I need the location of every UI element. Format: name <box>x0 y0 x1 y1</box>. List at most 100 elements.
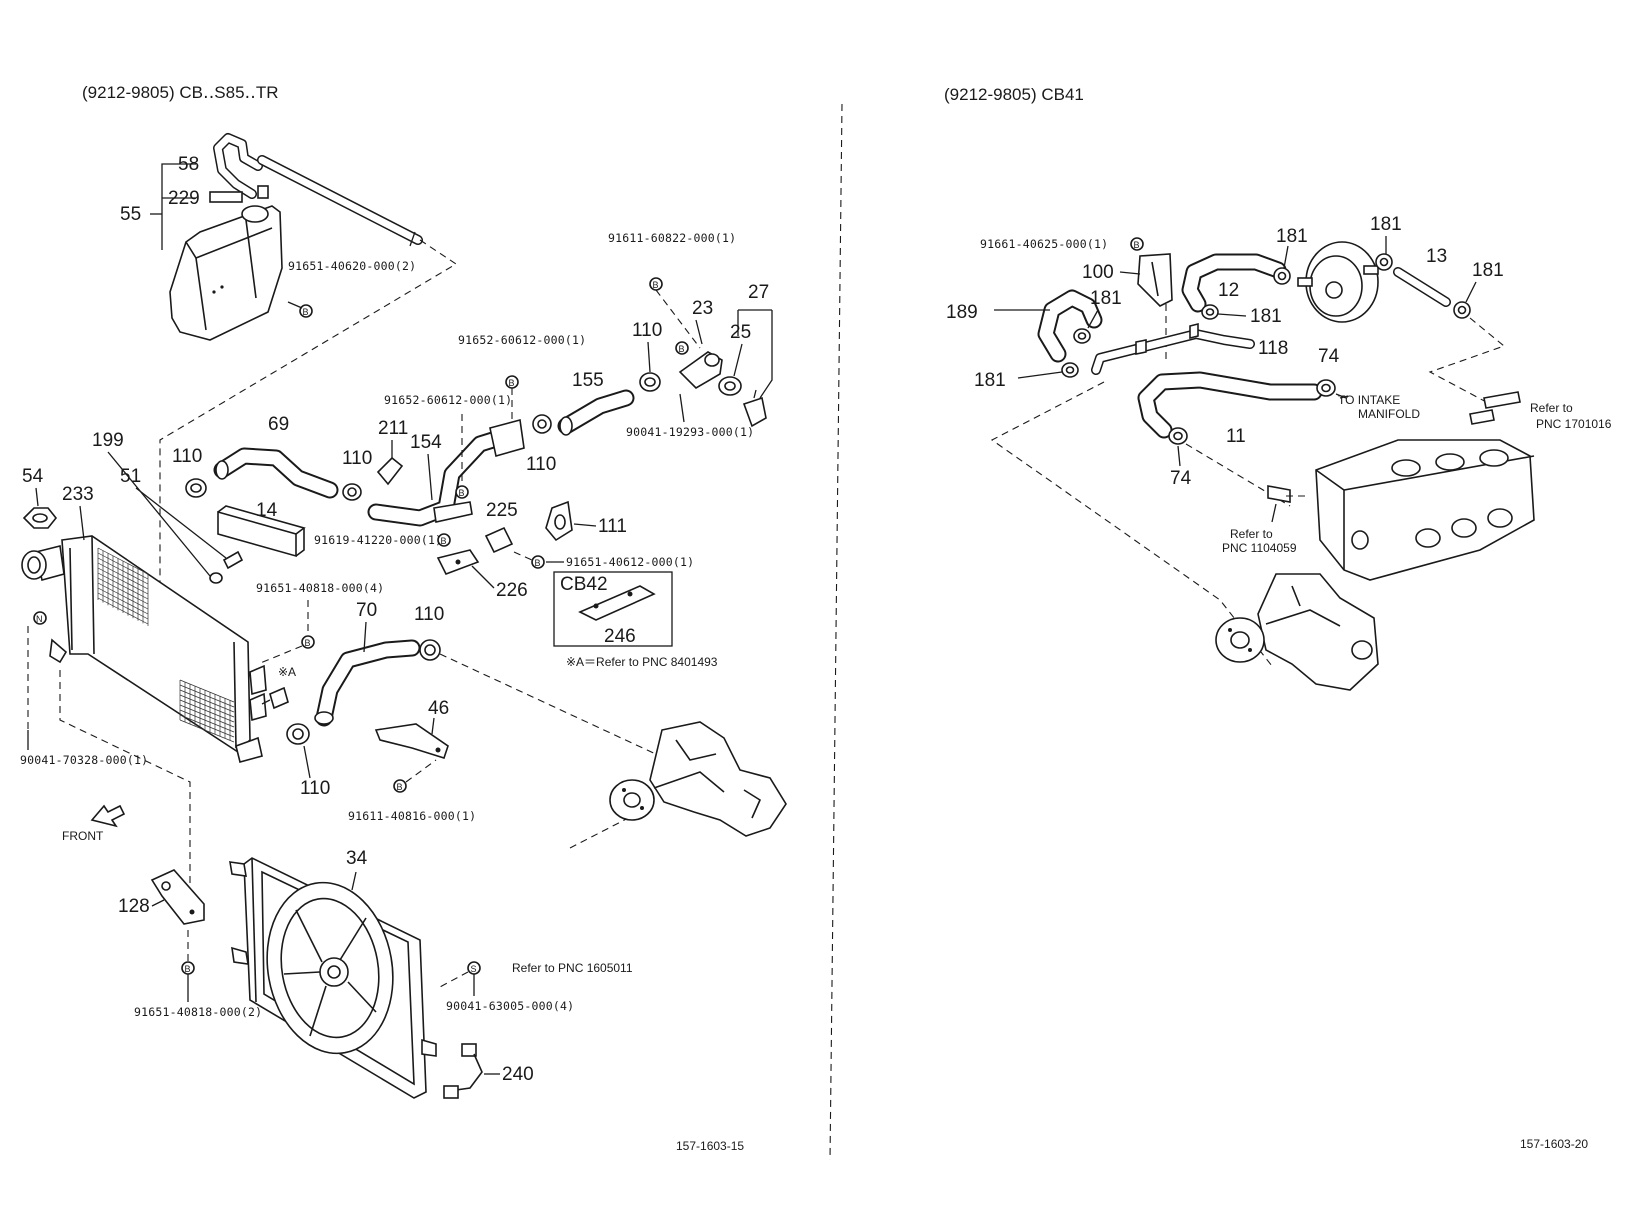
cylinder-head <box>1315 439 1535 581</box>
callout-12: 12 <box>1218 280 1239 301</box>
fan-switch <box>261 686 289 710</box>
callout-54: 54 <box>22 466 44 487</box>
callout-46: 46 <box>428 698 449 719</box>
part-90041-63005: 90041-63005-000(4) <box>446 999 574 1013</box>
bolt-symbol: B <box>455 485 469 499</box>
callout-74-a: 74 <box>1318 346 1340 367</box>
callout-13: 13 <box>1426 246 1447 267</box>
bracket <box>436 549 480 576</box>
callout-199: 199 <box>92 430 124 451</box>
hose-clamp <box>1168 427 1188 445</box>
callout-181-a: 181 <box>1276 226 1308 247</box>
mark-a: ※A <box>278 665 296 679</box>
refer-1701016-line2: PNC 1701016 <box>1536 417 1612 431</box>
callout-246: 246 <box>604 626 636 647</box>
reservoir-tank <box>169 205 283 341</box>
front-label: FRONT <box>62 829 104 843</box>
part-91611-60822: 91611-60822-000(1) <box>608 231 736 245</box>
callout-189: 189 <box>946 302 978 323</box>
cb42-label: CB42 <box>560 574 608 595</box>
hose-clamp <box>419 639 441 661</box>
stay-bracket <box>374 723 449 759</box>
callout-58: 58 <box>178 154 199 175</box>
heater-hose-13 <box>1393 267 1451 307</box>
callout-181-b: 181 <box>1370 214 1402 235</box>
water-pump-cb41 <box>1215 573 1379 691</box>
hose-clamp <box>1073 328 1091 344</box>
bolt-symbol: B <box>1130 237 1144 251</box>
callout-154: 154 <box>410 432 442 453</box>
bolt-symbol: B <box>675 341 689 355</box>
lower-radiator-hose <box>314 639 421 727</box>
hose-clip <box>376 456 404 486</box>
bolt-symbol: B <box>301 635 315 649</box>
hose-clamp <box>1375 253 1393 271</box>
callout-225: 225 <box>486 500 518 521</box>
svg-text:B: B <box>1134 240 1140 250</box>
part-90041-19293: 90041-19293-000(1) <box>626 425 754 439</box>
heater-valve <box>1297 241 1379 323</box>
hose-clamp <box>185 478 207 498</box>
hose-clamp <box>639 372 661 392</box>
hose-clamp <box>1316 379 1336 397</box>
temp-switch <box>742 389 767 428</box>
water-outlet <box>678 351 723 390</box>
callout-27: 27 <box>748 282 769 303</box>
bolt-symbol: B <box>393 779 407 793</box>
bolt-symbol: B <box>505 375 519 389</box>
part-91651-40620: 91651-40620-000(2) <box>288 259 416 273</box>
hose-bracket <box>1137 253 1173 307</box>
hose-clamp <box>1453 301 1471 319</box>
water-pump <box>609 721 787 837</box>
callout-51: 51 <box>120 466 141 487</box>
right-header: (9212-9805) CB41 <box>944 85 1084 104</box>
cb42-inset <box>553 571 673 647</box>
hose-clamp <box>1201 304 1219 320</box>
callout-111: 111 <box>598 516 627 537</box>
hose-clamp <box>1273 267 1291 285</box>
radiator-bracket <box>150 869 205 925</box>
bolt-symbol: B <box>181 961 195 975</box>
part-91661-40625: 91661-40625-000(1) <box>980 237 1108 251</box>
fan-shroud <box>229 857 437 1099</box>
callout-110-b: 110 <box>342 448 372 469</box>
screw-symbol: S <box>467 961 481 975</box>
hose-clamp <box>532 414 552 434</box>
left-header: (9212-9805) CB‥S85‥TR <box>82 83 279 102</box>
part-91651-40612: 91651-40612-000(1) <box>566 555 694 569</box>
bypass-hose-189 <box>1037 289 1103 363</box>
callout-25: 25 <box>730 322 751 343</box>
callout-181-f: 181 <box>974 370 1006 391</box>
svg-text:B: B <box>459 488 465 498</box>
upper-radiator-hose <box>213 447 339 499</box>
callout-211: 211 <box>378 418 408 439</box>
svg-text:B: B <box>185 964 191 974</box>
callout-100: 100 <box>1082 262 1114 283</box>
part-91651-40818-4: 91651-40818-000(4) <box>256 581 384 595</box>
water-pipe-118 <box>1091 322 1255 375</box>
foam-strip <box>217 505 306 558</box>
hose-clamp <box>286 723 310 745</box>
heater-hose-12 <box>1181 253 1287 313</box>
overflow-hose <box>213 133 423 245</box>
hose-clamp <box>342 483 362 501</box>
callout-155: 155 <box>572 370 604 391</box>
callout-226: 226 <box>496 580 528 601</box>
part-91619-41220: 91619-41220-000(1) <box>314 533 442 547</box>
gasket <box>718 376 742 396</box>
intake-note-line2: MANIFOLD <box>1358 407 1420 421</box>
drain-cock <box>1267 485 1291 503</box>
svg-text:B: B <box>509 378 515 388</box>
svg-text:B: B <box>535 558 541 568</box>
callout-23: 23 <box>692 298 713 319</box>
callout-240: 240 <box>502 1064 534 1085</box>
svg-text:B: B <box>679 344 685 354</box>
intake-note-line1: TO INTAKE <box>1338 393 1400 407</box>
part-91651-40818-2: 91651-40818-000(2) <box>134 1005 262 1019</box>
label-plate <box>209 191 243 203</box>
radiator <box>21 535 267 763</box>
nut-symbol: N <box>33 611 47 625</box>
bolt-symbol: B <box>437 533 451 547</box>
callout-118: 118 <box>1258 338 1288 359</box>
